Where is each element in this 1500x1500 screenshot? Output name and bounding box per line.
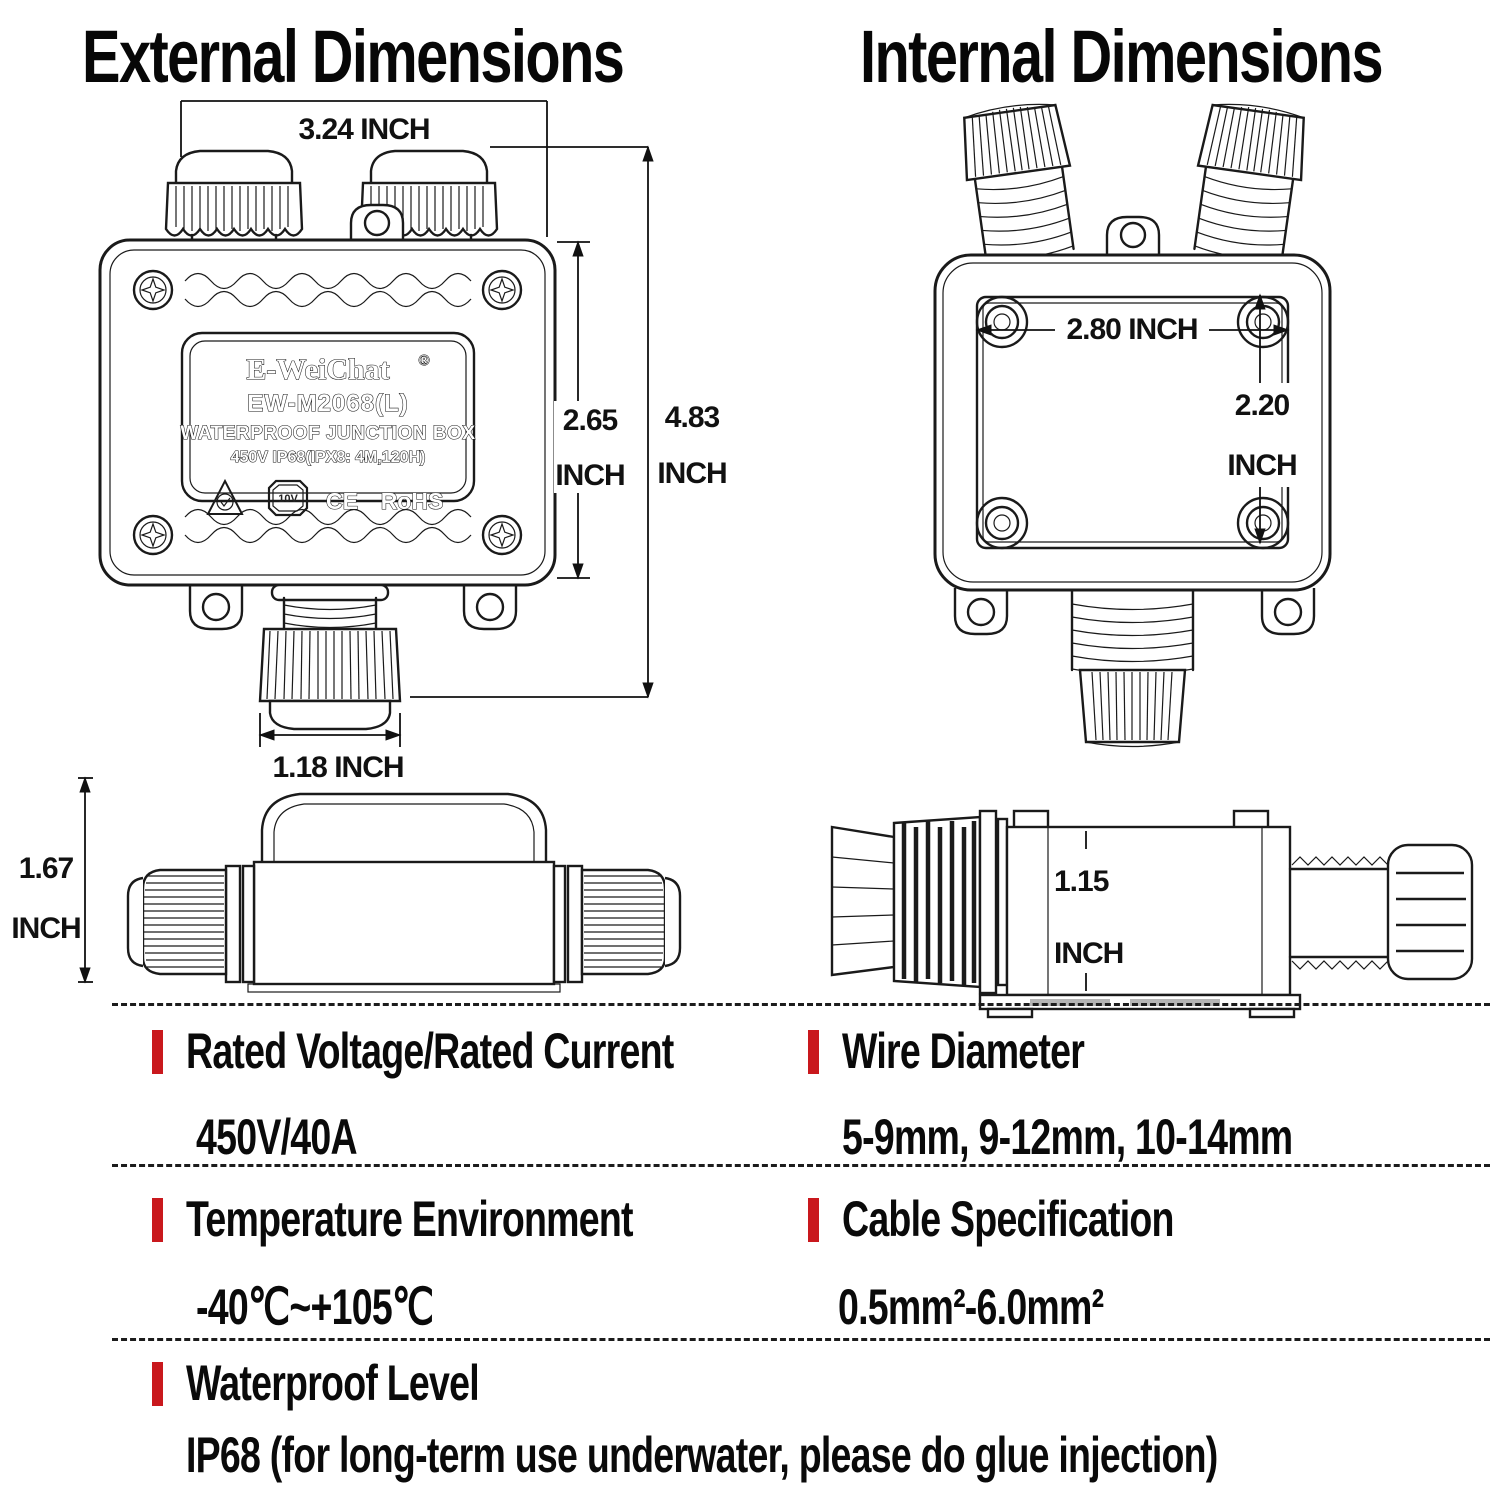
spec-title-waterproof: Waterproof Level xyxy=(186,1355,480,1411)
spec-value-temperature: -40℃~+105℃ xyxy=(196,1279,434,1335)
spec-title-temperature: Temperature Environment xyxy=(186,1191,633,1247)
gland-cap-right xyxy=(1386,843,1474,981)
accent-bar xyxy=(152,1030,163,1074)
lid-profile xyxy=(260,792,548,862)
spec-value-cable-spec: 0.5mm²-6.0mm² xyxy=(838,1279,1104,1335)
side-view-left-drawing: 1.67 INCH xyxy=(10,776,682,993)
dim-box-height-value: 2.65 xyxy=(563,404,618,437)
dim-internal-height-value: 2.20 xyxy=(1235,389,1290,422)
gland-side-right xyxy=(552,864,682,984)
junction-box-open xyxy=(933,253,1332,592)
octagon-badge-icon: 10V xyxy=(267,479,309,517)
dim-width-label: 3.24 INCH xyxy=(298,113,429,146)
label-rating: 450V IP68(IPX8: 4M,120H) xyxy=(231,449,426,466)
box-side-body xyxy=(978,809,1302,1019)
dim-total-height-unit: INCH xyxy=(657,457,726,490)
divider xyxy=(112,1003,1490,1006)
dim-internal-width-label: 2.80 INCH xyxy=(1066,313,1197,346)
spec-title-cable-spec: Cable Specification xyxy=(842,1191,1174,1247)
spec-title-wire-diameter: Wire Diameter xyxy=(842,1023,1085,1079)
octagon-text: 10V xyxy=(278,493,298,505)
approval-triangle-icon xyxy=(206,478,244,515)
internal-dimensions-title: Internal Dimensions xyxy=(860,15,1384,98)
label-registered-icon: ® xyxy=(418,353,429,369)
dim-side-height-unit: INCH xyxy=(11,912,80,945)
ce-mark: CE xyxy=(326,488,358,514)
divider xyxy=(112,1338,1490,1341)
dimension-gland: 1.18 INCH xyxy=(258,713,405,784)
dim-gland-label: 1.18 INCH xyxy=(272,751,403,784)
corner-screws xyxy=(132,269,523,556)
accent-bar xyxy=(808,1198,819,1242)
spec-value-wire-diameter: 5-9mm, 9-12mm, 10-14mm xyxy=(842,1109,1293,1165)
dim-depth-unit: INCH xyxy=(1054,937,1123,970)
product-label-plate: E-WeiChat ® EW-M2068(L) WATERPROOF JUNCT… xyxy=(180,331,476,517)
dimension-total-height: 4.83 INCH xyxy=(410,145,730,699)
dim-side-height-value: 1.67 xyxy=(19,852,74,885)
spec-value-waterproof: IP68 (for long-term use underwater, plea… xyxy=(186,1427,1218,1483)
divider xyxy=(112,1164,1490,1167)
accent-bar xyxy=(808,1030,819,1074)
heavy-thread-left xyxy=(892,815,982,989)
side-view-right-drawing: 1.15 INCH xyxy=(830,809,1474,1019)
washer xyxy=(996,817,1009,987)
label-model: EW-M2068(L) xyxy=(247,390,408,417)
base-slot xyxy=(1130,999,1220,1006)
internal-view-drawing: 2.80 INCH 2.20 INCH xyxy=(933,98,1332,748)
dimension-box-height: 2.65 INCH xyxy=(554,240,626,580)
clamp-wave-bands xyxy=(184,272,472,544)
gland-side-left xyxy=(126,864,256,984)
spec-title-rated-voltage: Rated Voltage/Rated Current xyxy=(186,1023,674,1079)
dim-depth-value: 1.15 xyxy=(1054,865,1109,898)
dim-box-height-unit: INCH xyxy=(555,459,624,492)
rohs-mark: RoHS xyxy=(381,488,444,514)
dim-total-height-value: 4.83 xyxy=(665,401,720,434)
label-product-name: WATERPROOF JUNCTION BOX xyxy=(180,423,475,444)
dim-internal-height-unit: INCH xyxy=(1227,449,1296,482)
accent-bar xyxy=(152,1362,163,1406)
base-slot xyxy=(1030,999,1110,1006)
accent-bar xyxy=(152,1198,163,1242)
dimension-side-height: 1.67 INCH xyxy=(10,776,93,984)
label-brand: E-WeiChat xyxy=(246,353,389,386)
dimension-internal-depth: 1.15 INCH xyxy=(1054,831,1124,991)
flange-plate xyxy=(978,809,998,995)
dimension-internal-height: 2.20 INCH xyxy=(1222,293,1300,545)
dimension-internal-width: 2.80 INCH xyxy=(975,307,1290,346)
threaded-neck-right xyxy=(1288,856,1390,970)
external-dimensions-title: External Dimensions xyxy=(82,15,625,98)
spec-value-rated-voltage: 450V/40A xyxy=(196,1109,358,1165)
gland-cone-left xyxy=(830,825,896,977)
box-side-profile xyxy=(126,792,682,993)
external-view-drawing: E-WeiChat ® EW-M2068(L) WATERPROOF JUNCT… xyxy=(98,100,730,784)
dimension-width: 3.24 INCH xyxy=(180,100,548,237)
